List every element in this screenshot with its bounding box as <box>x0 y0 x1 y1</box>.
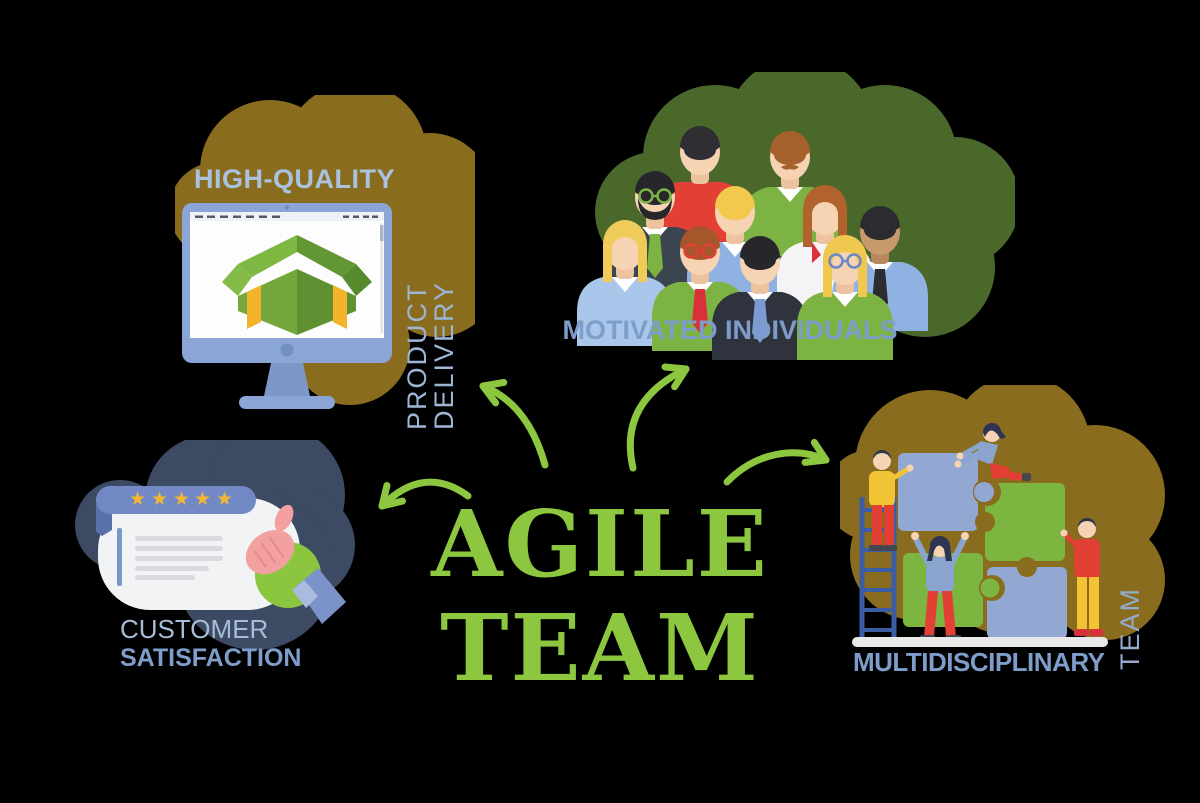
star-icon: ★ <box>216 489 234 510</box>
customer-satisfaction-caption: CUSTOMER SATISFACTION <box>120 614 302 673</box>
arrow-up-left-icon <box>479 378 549 469</box>
multidisciplinary-team-illustration <box>840 385 1165 647</box>
puzzle-pieces-icon <box>898 453 1067 639</box>
product-delivery-vertical-label: PRODUCT DELIVERY <box>402 280 459 430</box>
page-title: AGILE TEAM <box>390 498 810 694</box>
puzzle-piece-green-top <box>985 483 1065 561</box>
star-icon: ★ <box>173 489 191 510</box>
open-box-icon <box>222 235 372 335</box>
worker-pushing-piece <box>911 532 969 641</box>
customer-caption-line2: SATISFACTION <box>120 644 302 673</box>
camera-dot-icon <box>285 205 289 210</box>
arrow-right-icon <box>723 438 830 486</box>
title-line-2: TEAM <box>440 594 760 702</box>
star-icon: ★ <box>129 489 147 510</box>
card-accent-line <box>117 528 122 586</box>
monitor-icon <box>182 203 392 409</box>
product-delivery-illustration <box>175 95 475 409</box>
customer-caption-line1: CUSTOMER <box>120 614 269 644</box>
scrollbar-thumb <box>380 225 384 241</box>
monitor-base <box>239 396 335 409</box>
high-quality-heading: HIGH-QUALITY <box>194 164 395 194</box>
customer-satisfaction-illustration <box>75 440 355 650</box>
rating-banner <box>96 486 256 514</box>
scrollbar <box>380 223 383 333</box>
motivated-individuals-caption: MOTIVATED INDIVIDUALS <box>562 315 898 345</box>
puzzle-piece-blue-top <box>898 453 978 531</box>
motivated-individuals-illustration <box>577 72 1015 360</box>
worker-kneeling-on-top <box>954 422 1031 481</box>
platform <box>852 637 1108 647</box>
team-vertical-label: TEAM <box>1115 586 1145 670</box>
puzzle-piece-blue-bottom <box>987 567 1067 639</box>
star-icon: ★ <box>151 489 169 510</box>
review-card-icon <box>96 486 300 610</box>
worker-right <box>1060 518 1103 636</box>
monitor-button <box>280 343 294 357</box>
arrow-up-icon <box>626 363 690 472</box>
title-line-1: AGILE <box>431 490 769 598</box>
star-icon: ★ <box>194 489 212 510</box>
multidisciplinary-caption: MULTIDISCIPLINARY <box>853 647 1105 677</box>
menu-bar-items <box>195 215 378 218</box>
worker-on-ladder <box>869 450 914 551</box>
monitor-stand <box>264 363 310 396</box>
card-text-lines <box>135 536 223 580</box>
menu-bar <box>190 212 384 221</box>
thumbs-up-icon <box>245 504 346 624</box>
